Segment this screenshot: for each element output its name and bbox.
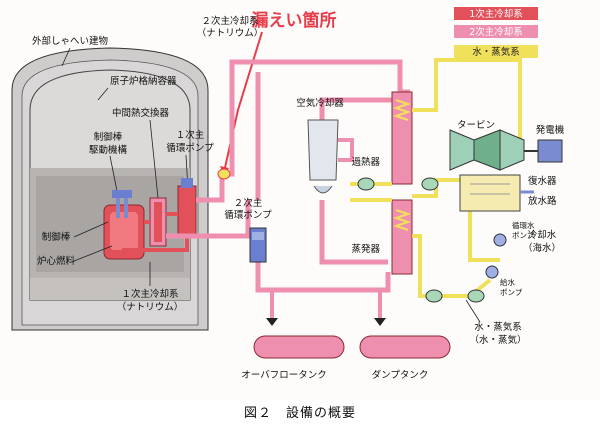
control-rod-label: 制御棒	[42, 231, 71, 243]
secondary-pump	[249, 227, 267, 263]
turbine	[449, 129, 525, 171]
primary-loop-label-1: １次主冷却系	[121, 288, 178, 300]
legend-secondary-swatch	[454, 25, 538, 38]
valves	[357, 177, 485, 303]
cooling-water-label-1: 冷却水	[528, 229, 557, 241]
plant-diagram: 1次主冷却系 2次主冷却系 水・蒸気系 漏えい箇所 ２次主冷却系 （ナトリウム）…	[11, 7, 565, 381]
core-fuel-label: 炉心燃料	[37, 255, 76, 267]
generator-label: 発電機	[536, 124, 565, 136]
circ-pump	[493, 233, 507, 247]
secondary-pump-label-2: 循環ポンプ	[224, 209, 272, 221]
overflow-tank-label: オーバフロータンク	[241, 370, 326, 381]
generator	[524, 139, 563, 163]
secondary-pump-label-1: ２次主	[234, 197, 263, 209]
turbine-label: タービン	[457, 120, 495, 131]
water-steam-system-label-1: 水・蒸気系	[474, 321, 522, 333]
dump-tank-label: ダンプタンク	[372, 369, 429, 381]
superheater	[391, 91, 413, 185]
feed-pump-label-2: ポンプ	[500, 288, 523, 297]
legend-water-steam-label: 水・蒸気系	[472, 46, 520, 58]
feed-pump-label-1: 給水	[500, 277, 515, 287]
water-steam-system-label-2: （水・蒸気）	[469, 334, 526, 346]
circ-pump-label-1: 循環水	[512, 220, 535, 230]
condenser	[459, 174, 521, 212]
outer-building-label: 外部しゃへい建物	[32, 35, 109, 47]
evaporator-label: 蒸発器	[351, 243, 380, 255]
air-cooler-label: 空気冷却器	[296, 97, 344, 109]
primary-pump-label-2: 循環ポンプ	[166, 142, 214, 154]
legend-primary-swatch	[454, 7, 538, 20]
control-rod-drive-label-1: 制御棒	[94, 131, 123, 143]
containment-label: 原子炉格納容器	[110, 75, 177, 87]
reactor-vessel	[103, 190, 145, 260]
evaporator	[391, 199, 413, 275]
superheater-label: 過熱器	[351, 156, 380, 168]
intermediate-hx-label: 中間熱交換器	[112, 107, 170, 119]
leak-point-label: 漏えい箇所	[252, 10, 337, 31]
legend-primary-label: 1次主冷却系	[469, 8, 523, 20]
condenser-label: 復水器	[528, 175, 557, 187]
figure-caption: 図２ 設備の概要	[243, 406, 356, 421]
discharge-channel-label: 放水路	[528, 195, 557, 207]
overflow-tank	[253, 335, 345, 359]
feed-pump	[485, 265, 499, 279]
intermediate-heat-exchanger	[149, 197, 167, 247]
secondary-loop-label-2: （ナトリウム）	[197, 27, 264, 39]
legend-secondary-label: 2次主冷却系	[469, 26, 523, 38]
dump-tank	[359, 335, 451, 359]
circ-pump-label-2: ポンプ	[512, 231, 535, 240]
leak-pointer	[223, 31, 263, 173]
air-cooler	[307, 119, 354, 194]
control-rod-drive-label-2: 駆動機構	[89, 144, 128, 156]
legend-water-steam-swatch	[454, 45, 538, 58]
primary-loop-label-2: （ナトリウム）	[117, 301, 184, 313]
primary-pump-label-1: １次主	[176, 129, 205, 141]
leak-marker	[217, 168, 231, 180]
cooling-water-label-2: （海水）	[523, 242, 561, 254]
secondary-loop-label-1: ２次主冷却系	[201, 15, 258, 27]
legend: 1次主冷却系 2次主冷却系 水・蒸気系	[454, 7, 538, 58]
primary-pump	[177, 178, 197, 239]
